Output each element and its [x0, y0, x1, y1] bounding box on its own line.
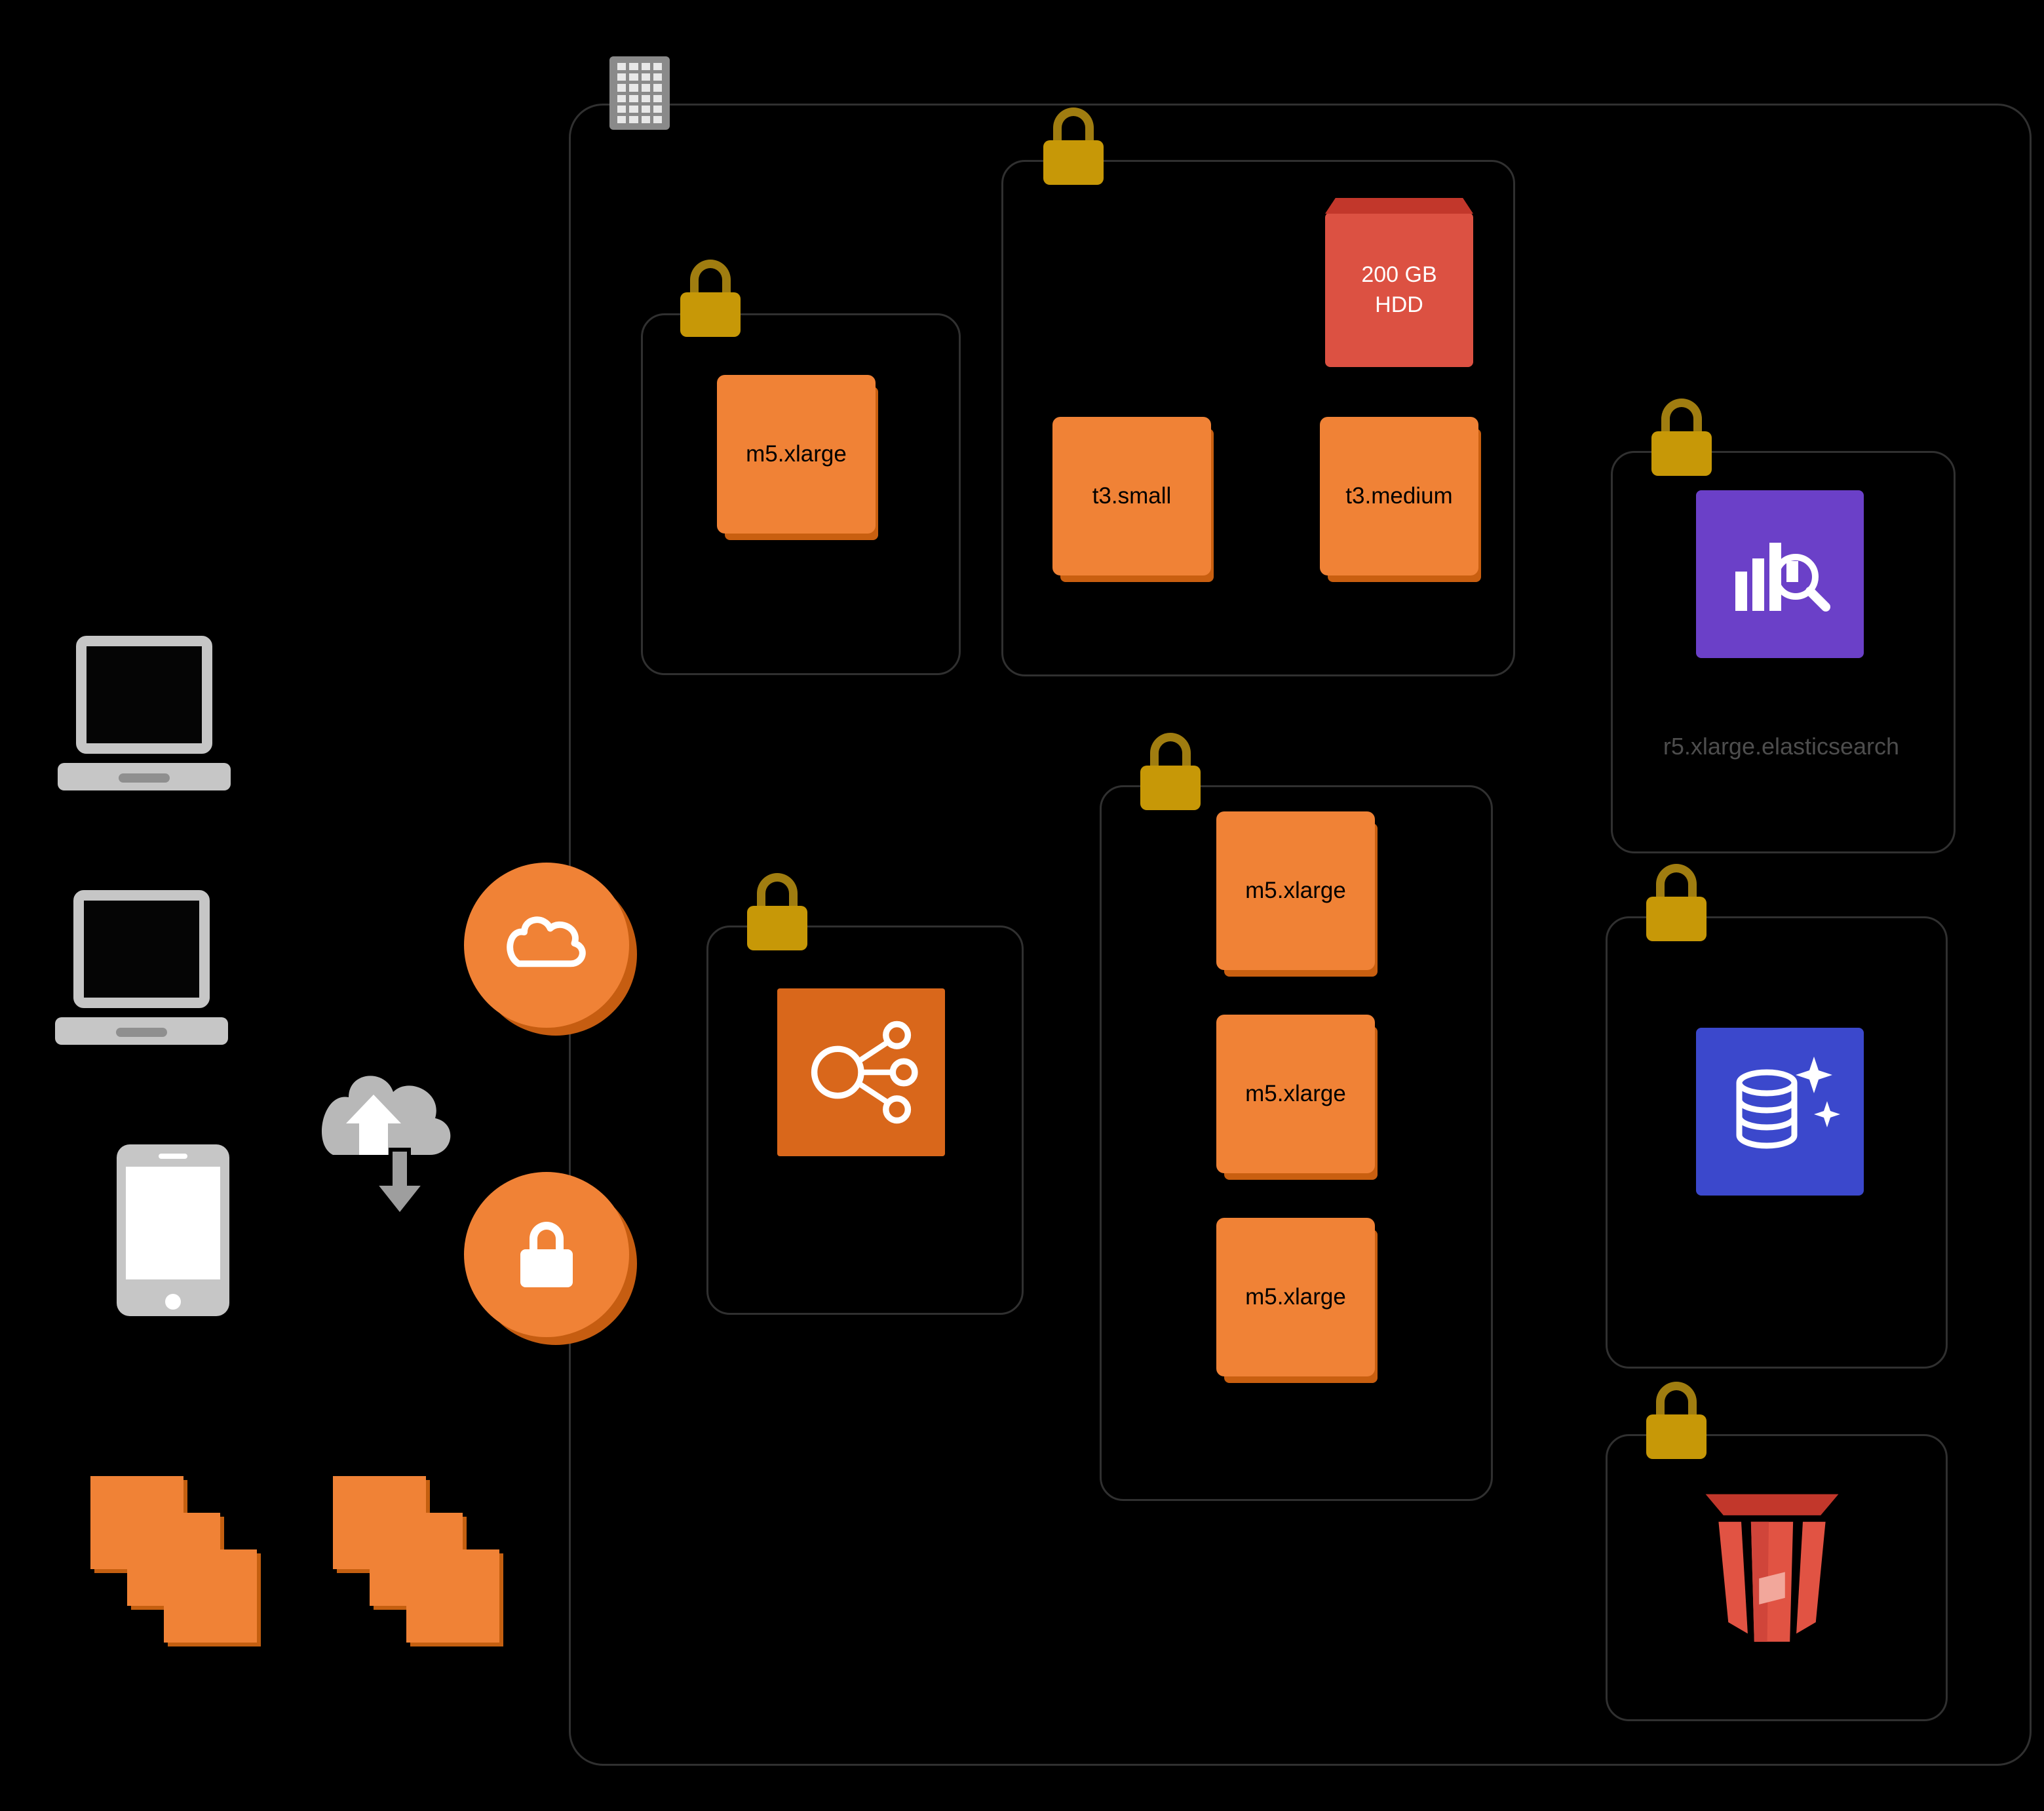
load-balancer-icon	[777, 988, 945, 1156]
instance-label: m5.xlarge	[1245, 878, 1346, 903]
gold-padlock-icon	[680, 260, 741, 337]
ec2-instance-square: t3.small	[1052, 417, 1211, 575]
ec2-instance-stack-icon	[333, 1476, 501, 1645]
subnet-database	[1606, 916, 1948, 1369]
volume-lid	[1325, 198, 1473, 214]
gold-padlock-icon	[1651, 399, 1712, 476]
instance-label: t3.small	[1092, 483, 1172, 509]
elasticsearch-analytics-icon	[1696, 490, 1864, 658]
phone-speaker	[159, 1154, 187, 1159]
subnet-m5-cluster	[1100, 785, 1493, 1501]
ec2-instance-square: m5.xlarge	[1216, 1218, 1375, 1376]
subnet-t3-instances	[1001, 160, 1515, 676]
ebs-volume-icon: 200 GB HDD	[1325, 198, 1473, 367]
mobile-client-icon	[117, 1144, 229, 1316]
s3-bucket-icon	[1699, 1475, 1845, 1653]
elasticsearch-caption: r5.xlarge.elasticsearch	[1663, 733, 1900, 760]
laptop-screen	[73, 890, 210, 1008]
laptop-client-icon	[55, 890, 228, 1062]
instance-label: m5.xlarge	[1245, 1081, 1346, 1106]
lock-badge	[464, 1172, 629, 1337]
subnet-m5-instance	[641, 313, 961, 675]
instance-label: t3.medium	[1345, 483, 1453, 509]
gold-padlock-icon	[1646, 1382, 1707, 1459]
subnet-storage	[1606, 1434, 1948, 1721]
gold-padlock-icon	[1043, 107, 1104, 185]
gold-padlock-icon	[1140, 733, 1201, 810]
laptop-slot	[119, 773, 170, 783]
cloud-icon	[507, 916, 586, 967]
laptop-slot	[116, 1028, 167, 1037]
instance-label: m5.xlarge	[746, 441, 847, 467]
subnet-load-balancer	[706, 925, 1024, 1315]
gold-padlock-icon	[747, 873, 807, 950]
ec2-instance-square: m5.xlarge	[1216, 1015, 1375, 1173]
ec2-instance-stack-icon	[90, 1476, 258, 1645]
subnet-elasticsearch	[1611, 451, 1956, 853]
volume-label-line1: 200 GB	[1361, 262, 1437, 287]
gold-padlock-icon	[1646, 864, 1707, 941]
database-sparkle-icon	[1696, 1028, 1864, 1196]
phone-home-button	[165, 1294, 181, 1310]
phone-screen	[126, 1167, 220, 1279]
laptop-client-icon	[58, 636, 231, 808]
padlock-icon	[520, 1222, 573, 1287]
volume-label-line2: HDD	[1375, 292, 1423, 317]
ec2-instance-square: m5.xlarge	[1216, 811, 1375, 970]
ec2-instance-square: m5.xlarge	[717, 375, 876, 534]
cloud-badge	[464, 863, 629, 1028]
data-center-building-icon	[609, 56, 670, 130]
ec2-instance-square: t3.medium	[1320, 417, 1478, 575]
laptop-screen	[76, 636, 212, 754]
cloud-upload-download-icon	[294, 1042, 469, 1226]
instance-label: m5.xlarge	[1245, 1284, 1346, 1310]
